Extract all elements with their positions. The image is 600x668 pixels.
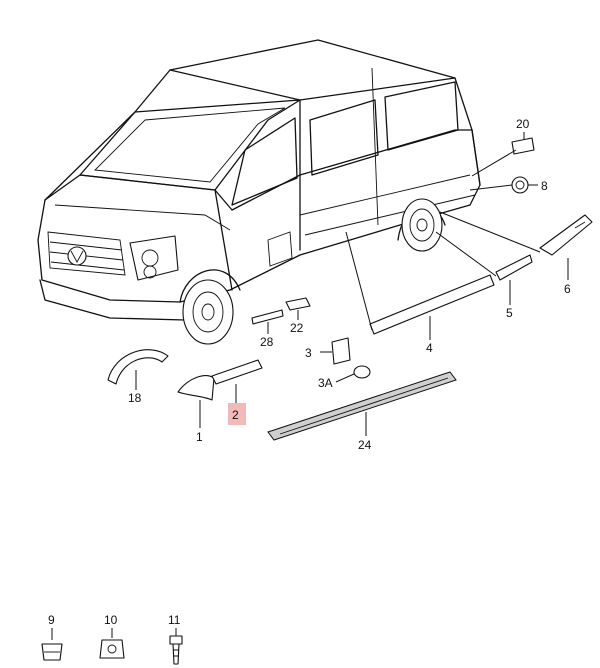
callout-6: 6 <box>564 282 571 296</box>
callout-1: 1 <box>196 430 203 444</box>
leader-lines <box>135 132 569 436</box>
part-18-arch-trim[interactable] <box>107 349 169 385</box>
callout-labels: 20 8 6 5 4 3 3A 22 28 18 1 2 24 9 10 11 <box>48 117 571 627</box>
callout-10: 10 <box>104 613 118 627</box>
part-10-nut[interactable] <box>99 639 125 659</box>
callout-24: 24 <box>358 438 372 452</box>
part-5-trim[interactable] <box>495 254 533 281</box>
part-28-strip[interactable] <box>251 309 284 325</box>
callout-5: 5 <box>506 306 513 320</box>
callout-18: 18 <box>128 391 142 405</box>
part-20-badge[interactable] <box>511 137 535 155</box>
part-4-side-trim[interactable] <box>369 274 495 335</box>
van-illustration <box>37 39 481 345</box>
callout-2: 2 <box>232 408 239 422</box>
part-3-mount[interactable] <box>331 337 351 365</box>
callout-28: 28 <box>260 335 274 349</box>
callout-11: 11 <box>168 613 181 627</box>
part-22-plate[interactable] <box>285 297 311 311</box>
highlight-box <box>228 403 246 425</box>
part-3a-cap[interactable] <box>353 365 371 379</box>
part-1-flare[interactable] <box>177 375 215 401</box>
callout-3a: 3A <box>318 376 333 390</box>
callout-22: 22 <box>290 321 304 335</box>
hardware <box>41 628 183 665</box>
parts <box>107 137 593 441</box>
callout-9: 9 <box>48 613 55 627</box>
part-2-trim-strip[interactable] <box>211 359 263 385</box>
callout-3: 3 <box>305 346 312 360</box>
callout-20: 20 <box>516 117 530 131</box>
part-6-rear-trim[interactable] <box>539 214 593 256</box>
part-11-screw-head[interactable] <box>169 635 183 645</box>
part-24-sill[interactable] <box>267 371 457 441</box>
part-8-clip[interactable] <box>511 176 529 194</box>
callout-4: 4 <box>426 341 433 355</box>
callout-8: 8 <box>541 179 548 193</box>
